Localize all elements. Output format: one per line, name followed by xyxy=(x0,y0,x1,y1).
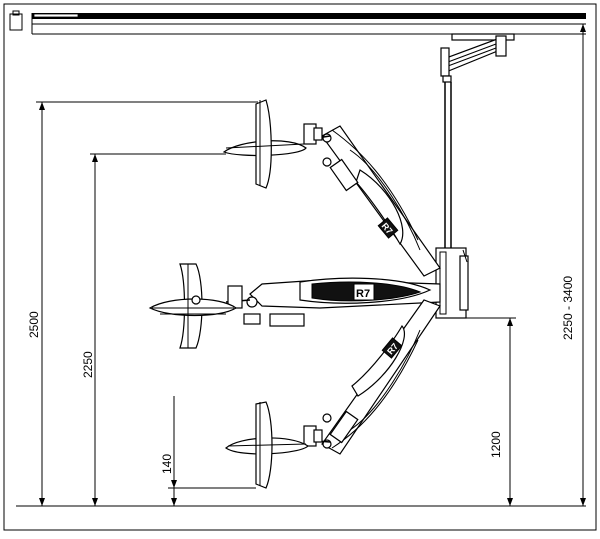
middle-light-head xyxy=(148,263,238,349)
upper-arm-logo: R7 xyxy=(377,217,399,239)
middle-arm-logo-text: R7 xyxy=(356,288,370,300)
upper-light-head xyxy=(222,99,307,189)
middle-arm-logo: R7 xyxy=(353,283,375,301)
label-ceiling-height: 2250 - 3400 xyxy=(561,276,575,340)
dimension-2500 xyxy=(36,101,258,506)
document-icon xyxy=(9,10,23,31)
dimension-140 xyxy=(168,396,256,506)
dimension-1200 xyxy=(466,317,516,506)
lower-light-head xyxy=(225,401,309,489)
dimension-2250 xyxy=(90,153,226,506)
dimension-ceiling-height xyxy=(580,24,586,506)
support-column xyxy=(442,75,452,248)
label-1200: 1200 xyxy=(489,431,503,458)
hub-block xyxy=(435,247,469,319)
ceiling-bar xyxy=(31,13,586,35)
lower-arm-logo: R7 xyxy=(381,337,403,359)
outer-border xyxy=(3,3,597,531)
upper-arm: R7 xyxy=(303,123,441,277)
ceiling-mount-bracket xyxy=(440,33,515,77)
label-2250: 2250 xyxy=(81,351,95,378)
lower-arm: R7 xyxy=(303,299,441,455)
label-2500: 2500 xyxy=(27,311,41,338)
middle-arm: R7 xyxy=(225,277,441,327)
label-140: 140 xyxy=(160,454,174,474)
